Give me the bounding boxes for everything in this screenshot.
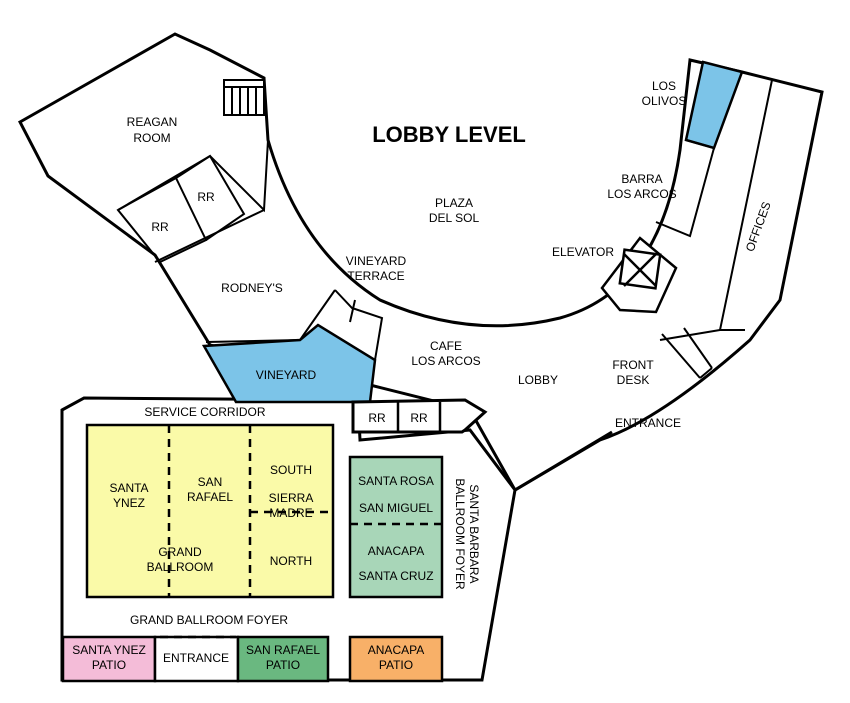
san-rafael-patio-label-2: PATIO — [266, 658, 300, 672]
san-rafael-patio-label-1: SAN RAFAEL — [246, 643, 320, 657]
anacapa-patio-label-1: ANACAPA — [368, 643, 424, 657]
barra-los-arcos-label-2: LOS ARCOS — [607, 187, 676, 201]
barra-los-arcos-wall — [655, 139, 716, 238]
santa-ynez-patio-label-2: PATIO — [92, 658, 126, 672]
anacapa-patio-label-2: PATIO — [379, 658, 413, 672]
grand-ballroom-label-2: BALLROOM — [147, 560, 214, 574]
cafe-los-arcos-label-1: CAFE — [430, 339, 462, 353]
front-desk-label-2: DESK — [617, 373, 650, 387]
santa-ynez-patio-room — [61, 635, 157, 683]
plaza-del-sol-label-2: DEL SOL — [429, 211, 480, 225]
los-olivos-label-2: OLIVOS — [642, 94, 687, 108]
san-rafael-patio-room — [236, 635, 330, 683]
entrance-patio-room — [153, 635, 240, 683]
anacapa-patio-room — [348, 635, 444, 683]
elevator-icon — [600, 236, 678, 314]
santa-rosa-group-room — [348, 455, 444, 599]
front-desk — [661, 327, 713, 379]
rr-upper-left-label: RR — [151, 220, 169, 234]
vineyard-label: VINEYARD — [256, 368, 317, 382]
san-rafael-label-2: RAFAEL — [187, 490, 233, 504]
south-label: SOUTH — [270, 463, 312, 477]
los-olivos-label-1: LOS — [652, 79, 676, 93]
grand-ballroom-label-1: GRAND — [158, 545, 202, 559]
san-miguel-label: SAN MIGUEL — [359, 501, 433, 515]
rr-lower-2-label: RR — [410, 411, 428, 425]
santa-barbara-foyer-label-2: BALLROOM FOYER — [453, 478, 467, 590]
offices-wall — [659, 79, 773, 341]
reagan-room-label-2: ROOM — [133, 131, 170, 145]
entrance-patio-label: ENTRANCE — [163, 651, 229, 665]
entrance-main-label: ENTRANCE — [615, 416, 681, 430]
barra-los-arcos-label-1: BARRA — [621, 172, 662, 186]
building-outline — [18, 32, 824, 493]
sierra-madre-label-1: SIERRA — [269, 491, 314, 505]
rr-upper-right-label: RR — [197, 190, 215, 204]
elevator-label: ELEVATOR — [552, 245, 614, 259]
santa-cruz-label: SANTA CRUZ — [358, 569, 433, 583]
anacapa-label: ANACAPA — [368, 544, 424, 558]
vineyard-room — [201, 323, 377, 404]
page-title: LOBBY LEVEL — [372, 122, 526, 147]
lobby-label: LOBBY — [518, 373, 558, 387]
reagan-room-wall — [117, 139, 269, 213]
service-corridor-label: SERVICE CORRIDOR — [144, 405, 265, 419]
sierra-madre-label-2: MADRE — [269, 506, 312, 520]
rodneys-label: RODNEY'S — [221, 281, 283, 295]
cafe-los-arcos-label-2: LOS ARCOS — [411, 354, 480, 368]
rr-lower-block — [351, 398, 488, 434]
rr-lower-1-label: RR — [368, 411, 386, 425]
plaza-del-sol-label-1: PLAZA — [435, 196, 473, 210]
entrance-divider — [514, 430, 613, 492]
vineyard-terrace-label-1: VINEYARD — [346, 254, 407, 268]
rr-upper-right-room — [175, 154, 246, 241]
front-desk-label-1: FRONT — [612, 358, 654, 372]
san-rafael-label-1: SAN — [198, 475, 223, 489]
santa-ynez-patio-label-1: SANTA YNEZ — [72, 643, 146, 657]
grand-ballroom-foyer-label: GRAND BALLROOM FOYER — [130, 613, 288, 627]
north-label: NORTH — [270, 554, 312, 568]
stairs-icon — [223, 79, 265, 116]
santa-rosa-label: SANTA ROSA — [358, 474, 434, 488]
santa-ynez-label-1: SANTA — [109, 481, 148, 495]
santa-barbara-foyer-label-1: SANTA BARBARA — [467, 484, 481, 583]
vineyard-terrace-wall — [334, 289, 384, 361]
vineyard-terrace-label-2: TERRACE — [347, 269, 404, 283]
santa-ynez-label-2: YNEZ — [113, 496, 145, 510]
reagan-room-label-1: REAGAN — [127, 115, 178, 129]
